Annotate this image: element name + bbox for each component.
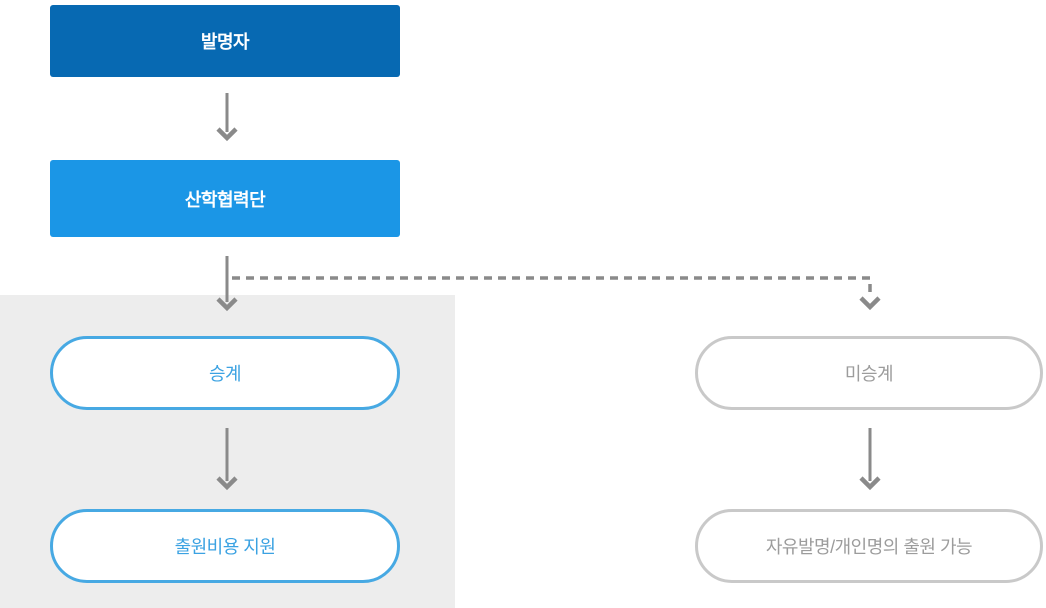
flow-pill-free-invention: 자유발명/개인명의 출원 가능 (695, 509, 1043, 583)
flow-pill-cost-support: 출원비용 지원 (50, 509, 400, 583)
flow-pill-cost-support-label: 출원비용 지원 (174, 537, 276, 557)
flow-box-inventor: 발명자 (50, 5, 400, 77)
arrow-inventor-to-foundation (216, 93, 238, 142)
flow-box-foundation: 산학협력단 (50, 160, 400, 237)
arrow-non-succession-to-free-invention (859, 428, 881, 491)
flow-pill-non-succession-label: 미승계 (844, 364, 894, 384)
flow-pill-succession-label: 승계 (208, 364, 242, 384)
flow-pill-succession: 승계 (50, 336, 400, 410)
flow-box-foundation-label: 산학협력단 (184, 189, 266, 210)
flow-box-inventor-label: 발명자 (200, 32, 250, 52)
flow-pill-non-succession: 미승계 (695, 336, 1043, 410)
flow-pill-free-invention-label: 자유발명/개인명의 출원 가능 (765, 537, 973, 557)
